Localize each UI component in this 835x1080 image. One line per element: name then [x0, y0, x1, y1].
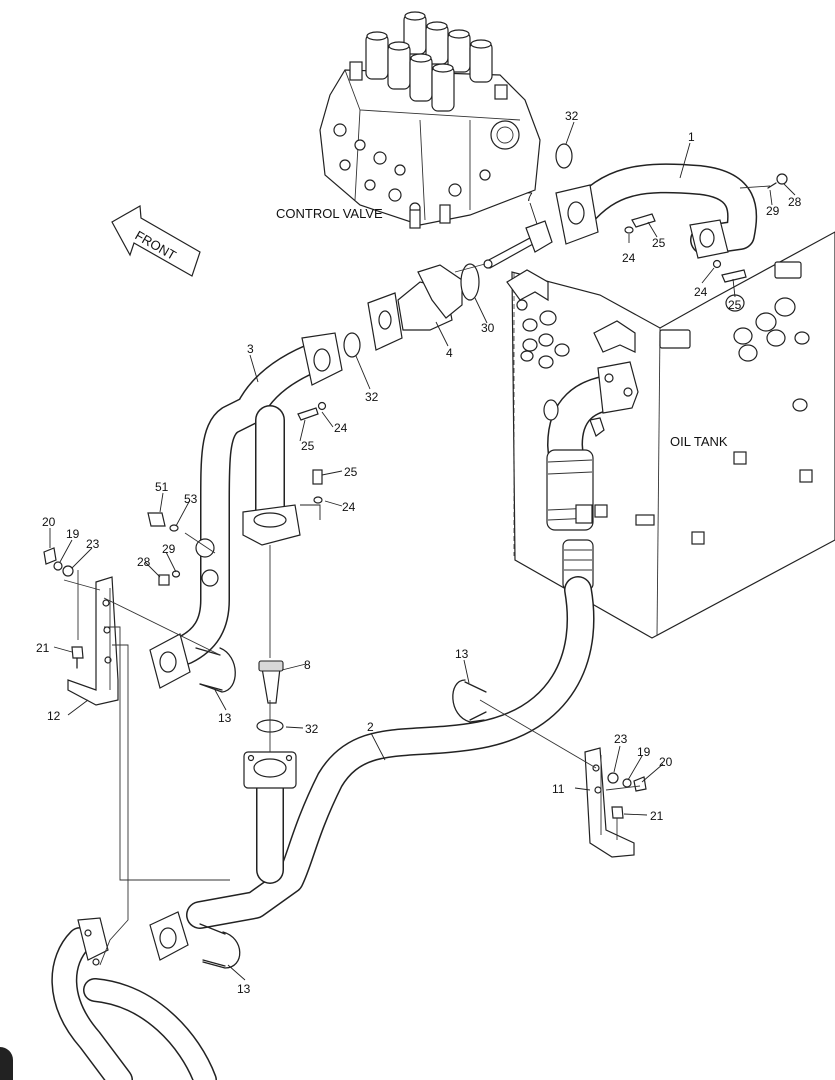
oil-tank-label: OIL TANK: [670, 434, 728, 449]
control-valve-label: CONTROL VALVE: [276, 206, 383, 221]
callout-3: 3: [247, 342, 254, 356]
pipe-3: [149, 332, 343, 689]
callout-25-c: 25: [652, 236, 666, 250]
callout-32-b: 32: [365, 390, 379, 404]
u-bolts: [195, 647, 487, 969]
callout-24-b: 24: [342, 500, 356, 514]
callout-24-d: 24: [694, 285, 708, 299]
callouts: 1 2 3 4 7 8 11 12 13 13 13 13 19 19 20 2…: [36, 109, 802, 996]
callout-4: 4: [446, 346, 453, 360]
callout-20-a: 20: [42, 515, 56, 529]
callout-7: 7: [526, 190, 533, 204]
hose-clamp: [546, 449, 594, 531]
callout-12: 12: [47, 709, 61, 723]
callout-21-b: 21: [650, 809, 664, 823]
callout-13-b: 13: [218, 711, 232, 725]
callout-13-c: 13: [237, 982, 251, 996]
callout-53: 53: [184, 492, 198, 506]
fasteners: [43, 173, 788, 819]
callout-32-c: 32: [305, 722, 319, 736]
callout-30: 30: [481, 321, 495, 335]
callout-11: 11: [552, 782, 565, 796]
check-valve-7: [483, 220, 553, 269]
callout-24-a: 24: [334, 421, 348, 435]
callout-23-a: 23: [86, 537, 100, 551]
control-valve-spools: [365, 11, 493, 112]
callout-28-b: 28: [137, 555, 151, 569]
oil-tank-ports: [506, 261, 813, 545]
front-arrow: FRONT: [111, 205, 201, 277]
leader-lines: [49, 121, 796, 981]
bracket-12: [67, 576, 119, 706]
pipe-2: [149, 576, 595, 961]
callout-29-a: 29: [766, 204, 780, 218]
callout-25-a: 25: [301, 439, 315, 453]
callout-19-b: 19: [637, 745, 651, 759]
callout-29-b: 29: [162, 542, 176, 556]
pipe-1: [555, 163, 758, 259]
pipe-2-flange: [149, 911, 189, 961]
pipe-3-flange: [149, 633, 191, 689]
adapter-4: [367, 264, 463, 351]
oil-tank: OIL TANK: [506, 231, 835, 639]
callout-1: 1: [688, 130, 695, 144]
callout-8: 8: [304, 658, 311, 672]
callout-13-a: 13: [455, 647, 469, 661]
callout-25-d: 25: [728, 298, 742, 312]
callout-20-b: 20: [659, 755, 673, 769]
callout-51: 51: [155, 480, 169, 494]
control-valve-ports: [333, 61, 520, 229]
guide-lines: [63, 185, 771, 966]
callout-19-a: 19: [66, 527, 80, 541]
tank-suction-fitting: [543, 361, 639, 591]
bracket-11: [584, 747, 635, 858]
callout-2: 2: [367, 720, 374, 734]
callout-28-a: 28: [788, 195, 802, 209]
callout-21-a: 21: [36, 641, 50, 655]
callout-32-a: 32: [565, 109, 579, 123]
callout-24-c: 24: [622, 251, 636, 265]
callout-25-b: 25: [344, 465, 358, 479]
part-8: [258, 660, 284, 704]
control-valve: CONTROL VALVE: [276, 11, 541, 229]
callout-23-b: 23: [614, 732, 628, 746]
lower-hoses: [0, 917, 217, 1080]
